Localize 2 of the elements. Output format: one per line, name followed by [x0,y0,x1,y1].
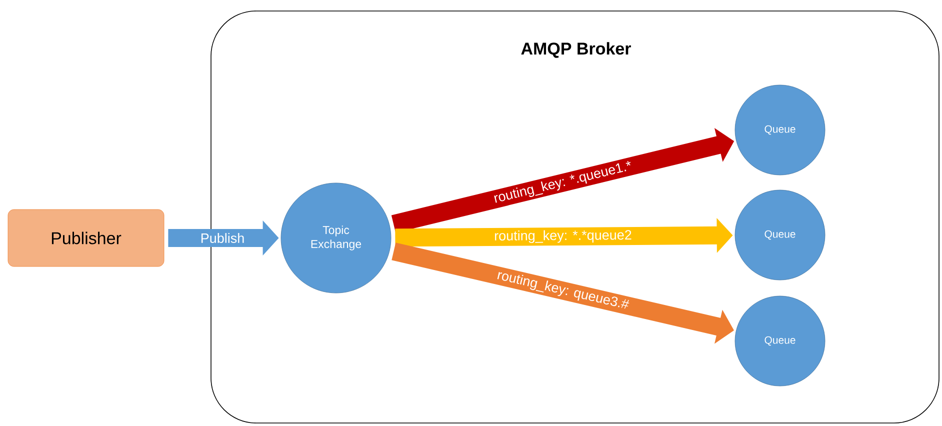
edge-label: routing_key: *.*queue2 [493,228,633,244]
publisher-box: Publisher [8,209,164,267]
